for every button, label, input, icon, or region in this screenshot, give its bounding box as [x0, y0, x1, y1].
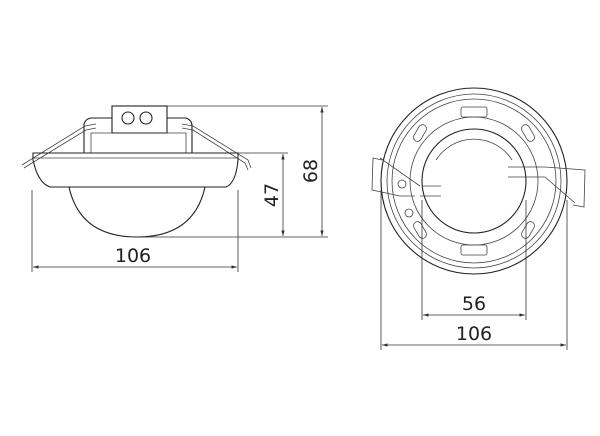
mounting-slots — [413, 106, 535, 256]
spring-clips — [371, 157, 586, 218]
top-view: 56 106 — [371, 87, 586, 350]
housing-body — [83, 117, 193, 153]
sensor-dome — [68, 186, 206, 238]
terminal-screw — [404, 208, 414, 218]
terminal-screw — [397, 179, 407, 189]
lens-height-label: 47 — [261, 183, 283, 207]
terminal-block — [111, 105, 168, 134]
flange — [32, 152, 239, 188]
outer-diameter-label: 106 — [456, 323, 492, 345]
side-view: 106 47 68 — [21, 105, 328, 272]
spring-clip-right — [181, 123, 252, 171]
terminal-screw — [121, 111, 135, 125]
terminal-screw — [139, 111, 153, 125]
spring-clip-left — [21, 123, 97, 169]
width-label: 106 — [115, 245, 151, 267]
inner-opening — [421, 128, 527, 234]
total-height-label: 68 — [300, 159, 322, 183]
inner-diameter-label: 56 — [462, 293, 486, 315]
outer-ring — [380, 87, 568, 275]
